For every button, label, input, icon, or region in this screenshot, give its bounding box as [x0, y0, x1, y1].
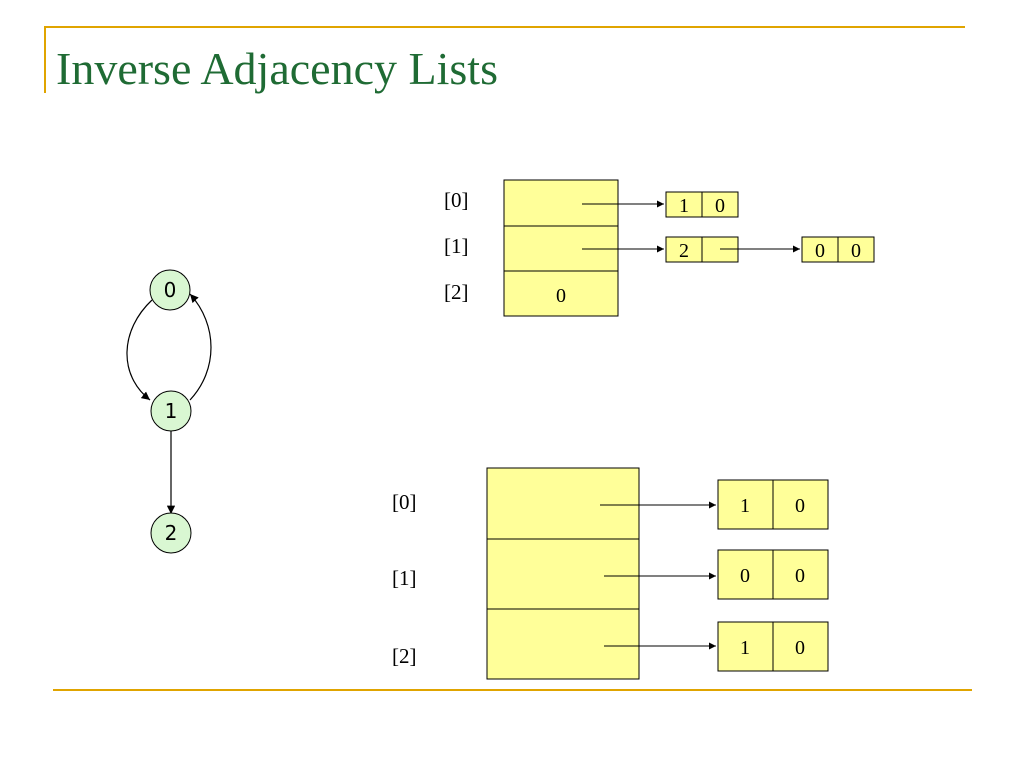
- graph-node-2: [150, 512, 192, 554]
- bottom-node-0-b: 0: [795, 495, 805, 517]
- bottom-node-2-data: [717, 621, 774, 672]
- left-rule: [44, 26, 46, 93]
- bottom-list: [0] [1] [2] 1 0 0 0 1 0: [392, 467, 829, 680]
- top-node-1-data: [665, 236, 703, 263]
- top-list: [0] [1] [2] 0 1 0 2 0 0: [444, 179, 875, 317]
- bottom-node-0-a: 1: [740, 495, 750, 517]
- graph-node-0: [149, 269, 191, 311]
- bottom-rule: [53, 689, 972, 691]
- edge-1-0: [189, 293, 212, 401]
- top-head-cell-0: [503, 179, 619, 227]
- graph-node-1: [150, 390, 192, 432]
- top-rule: [44, 26, 965, 28]
- top-head-cell-2: [503, 270, 619, 317]
- top-node-0-link: [701, 191, 739, 218]
- bottom-index-0: [0]: [392, 490, 417, 514]
- graph-node-0-label: 0: [164, 278, 177, 302]
- bottom-head-cell-2: [486, 608, 640, 680]
- top-node-2-link: [837, 236, 875, 263]
- bottom-node-1-link: [772, 549, 829, 600]
- bottom-index-2: [2]: [392, 644, 417, 668]
- top-node-2-b: 0: [851, 240, 861, 262]
- bottom-node-2-b: 0: [795, 637, 805, 659]
- slide-title: Inverse Adjacency Lists: [56, 43, 498, 94]
- bottom-node-2-a: 1: [740, 637, 750, 659]
- bottom-node-2-link: [772, 621, 829, 672]
- bottom-head-cell-1: [486, 538, 640, 610]
- top-node-0-b: 0: [715, 195, 725, 217]
- bottom-head-cell-0: [486, 467, 640, 540]
- top-node-0-a: 1: [679, 195, 689, 217]
- top-index-1: [1]: [444, 234, 469, 258]
- top-node-0-data: [665, 191, 703, 218]
- bottom-node-0-data: [717, 479, 774, 530]
- graph: 0 1 2: [126, 269, 212, 554]
- graph-node-2-label: 2: [165, 521, 178, 545]
- bottom-index-1: [1]: [392, 566, 417, 590]
- top-head-value-2: 0: [556, 285, 566, 307]
- bottom-node-1-a: 0: [740, 565, 750, 587]
- top-index-0: [0]: [444, 188, 469, 212]
- graph-node-1-label: 1: [165, 399, 178, 423]
- top-node-2-a: 0: [815, 240, 825, 262]
- bottom-node-1-data: [717, 549, 774, 600]
- bottom-node-1-b: 0: [795, 565, 805, 587]
- bottom-node-0-link: [772, 479, 829, 530]
- edge-0-1: [126, 299, 153, 401]
- top-node-2-data: [801, 236, 839, 263]
- top-index-2: [2]: [444, 280, 469, 304]
- top-node-1-a: 2: [679, 240, 689, 262]
